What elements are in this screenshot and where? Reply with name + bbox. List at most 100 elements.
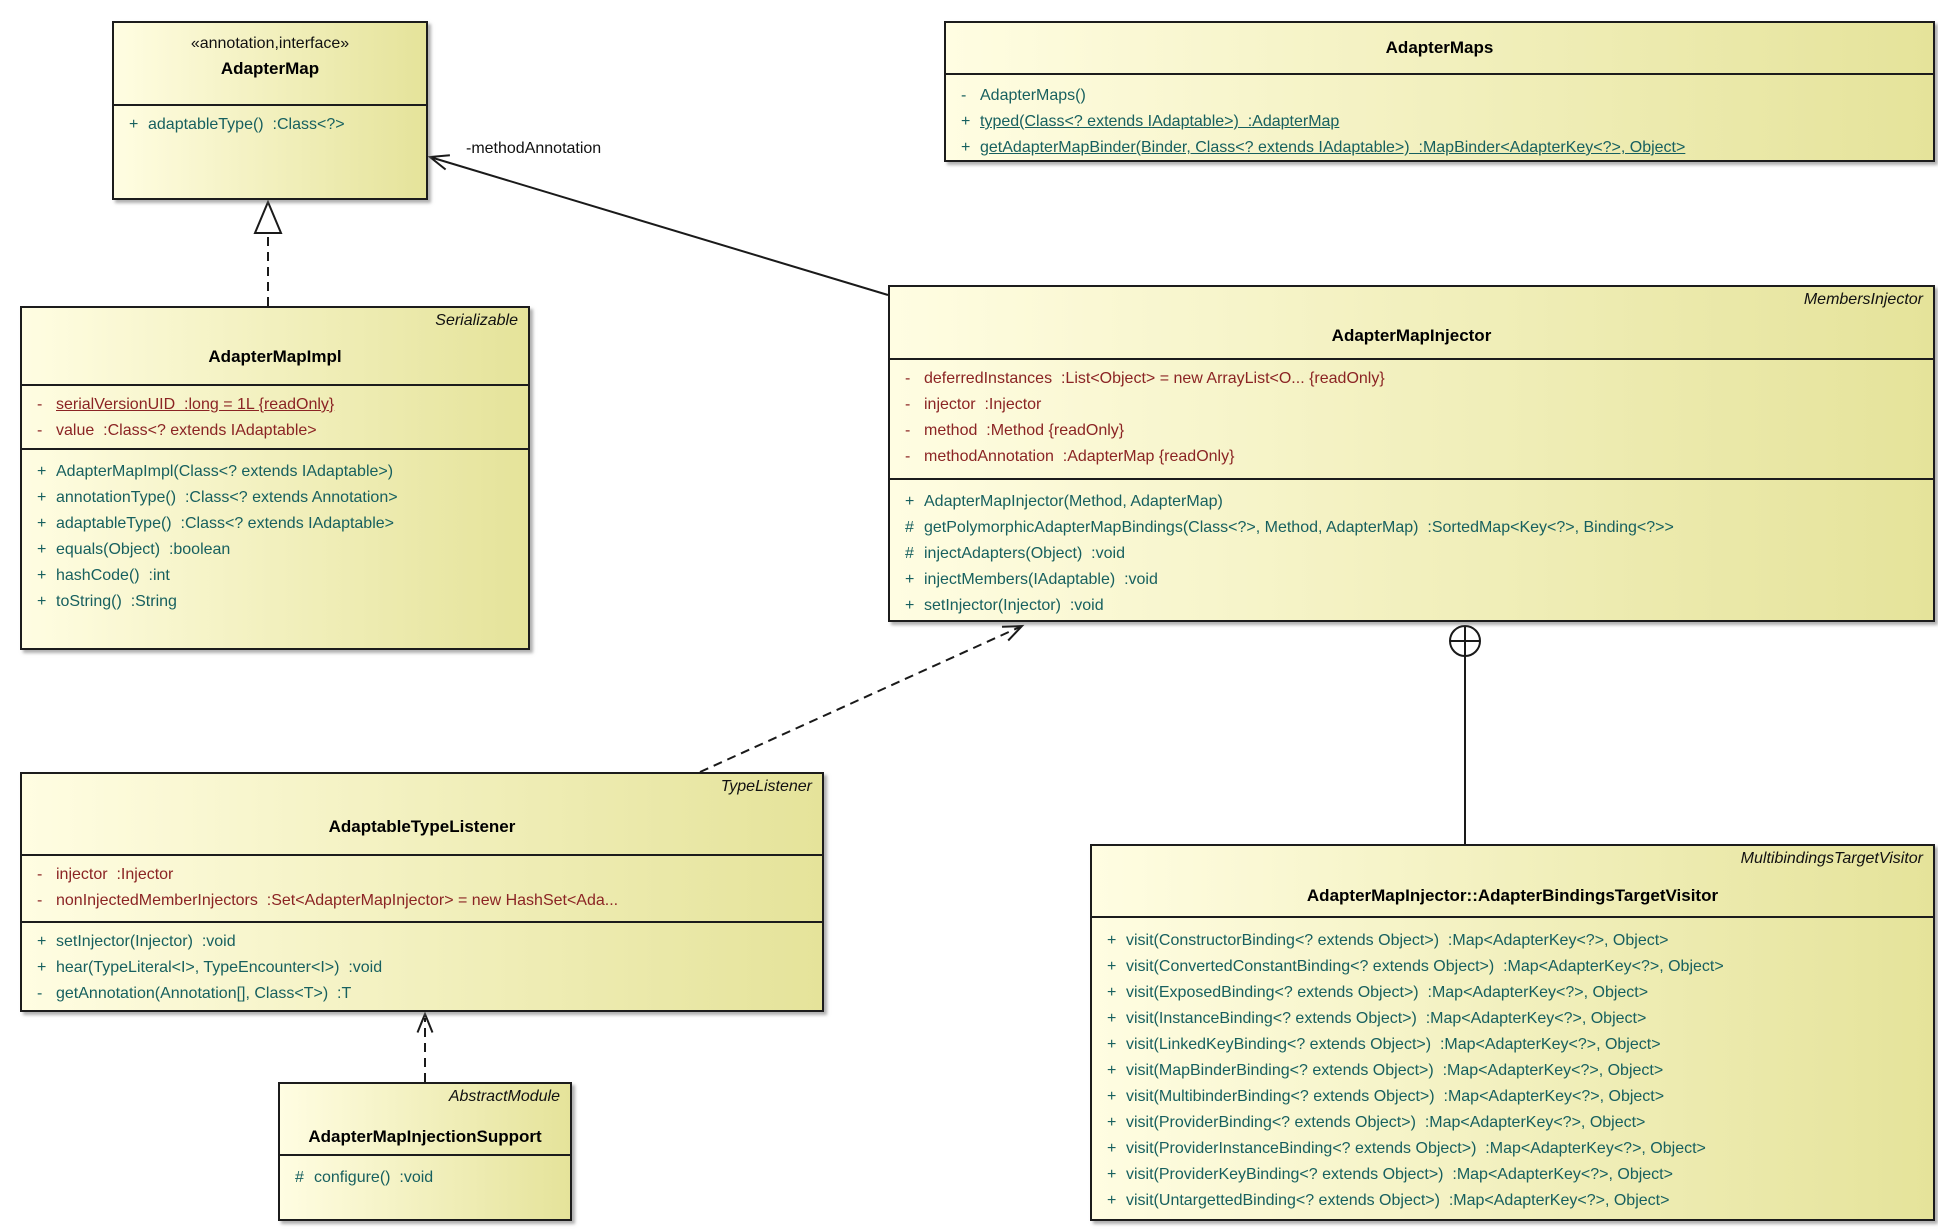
visibility-symbol: + — [1107, 1166, 1117, 1183]
class-adapter-maps[interactable]: AdapterMaps -AdapterMaps()+typed(Class<?… — [944, 21, 1935, 162]
visibility-symbol: + — [905, 493, 915, 510]
operation-row: +visit(InstanceBinding<? extends Object>… — [1092, 1006, 1933, 1032]
operation-row: + visit(UntargettedBinding<? extends Obje… — [1092, 1188, 1933, 1214]
member-text: visit(UntargettedBinding<? extends Objec… — [1126, 1192, 1670, 1209]
operation-row: + equals(Object) :boolean — [22, 537, 528, 563]
visibility-symbol: - — [905, 448, 911, 465]
operation-row: + injectMembers(IAdaptable) :void — [890, 567, 1933, 593]
visibility-symbol: + — [37, 463, 47, 480]
attribute-row: -methodAnnotation :AdapterMap {readOnly} — [890, 444, 1933, 470]
visibility-symbol: + — [1107, 1192, 1117, 1209]
operation-row: #getPolymorphicAdapterMapBindings(Class<… — [890, 515, 1933, 541]
class-name: AdapterMapInjector::AdapterBindingsTarge… — [1306, 886, 1719, 905]
class-adapter-map-injector[interactable]: MembersInjector AdapterMapInjector -defe… — [888, 285, 1935, 622]
operations-compartment: -AdapterMaps()+typed(Class<? extends IAd… — [946, 73, 1933, 160]
member-text: serialVersionUID :long = 1L {readOnly} — [56, 396, 335, 413]
member-text: AdapterMapImpl(Class<? extends IAdaptabl… — [56, 463, 394, 480]
operations-compartment: + visit(ConstructorBinding<? extends Obje… — [1092, 916, 1933, 1219]
member-text: injectAdapters(Object) :void — [924, 545, 1125, 562]
member-text: getAnnotation(Annotation[], Class<T>) :T — [56, 985, 352, 1002]
attribute-row: -deferredInstances :List<Object> = new A… — [890, 366, 1933, 392]
class-header: «annotation,interface» AdapterMap — [114, 23, 426, 104]
visibility-symbol: - — [37, 985, 43, 1002]
member-text: injectMembers(IAdaptable) :void — [924, 571, 1158, 588]
member-text: visit(ProviderKeyBinding<? extends Objec… — [1126, 1166, 1673, 1183]
visibility-symbol: + — [1107, 1036, 1117, 1053]
attribute-row: -method :Method {readOnly} — [890, 418, 1933, 444]
class-stereotype: Serializable — [435, 312, 518, 329]
operation-row: +adaptableType() :Class<? extends IAdapt… — [22, 511, 528, 537]
operation-row: # injectAdapters(Object) :void — [890, 541, 1933, 567]
member-text: getPolymorphicAdapterMapBindings(Class<?… — [924, 519, 1674, 536]
member-text: visit(ConstructorBinding<? extends Objec… — [1126, 932, 1669, 949]
visibility-symbol: + — [37, 593, 47, 610]
operation-row: +visit(ProviderInstanceBinding<? extends… — [1092, 1136, 1933, 1162]
member-text: visit(LinkedKeyBinding<? extends Object>… — [1126, 1036, 1661, 1053]
member-text: setInjector(Injector) :void — [924, 597, 1104, 614]
operation-row: +setInjector(Injector) :void — [22, 929, 822, 955]
class-header: MultibindingsTargetVisitor AdapterMapInj… — [1092, 846, 1933, 916]
attributes-compartment: -deferredInstances :List<Object> = new A… — [890, 358, 1933, 478]
visibility-symbol: + — [1107, 1114, 1117, 1131]
class-name: AdapterMap — [220, 59, 320, 78]
attribute-row: -value :Class<? extends IAdaptable> — [22, 418, 528, 444]
operation-row: +visit(ConstructorBinding<? extends Obje… — [1092, 928, 1933, 954]
member-text: nonInjectedMemberInjectors :Set<AdapterM… — [56, 892, 619, 909]
operation-row: -getAnnotation(Annotation[], Class<T>) :… — [22, 981, 822, 1007]
member-text: deferredInstances :List<Object> = new Ar… — [924, 370, 1385, 387]
class-name: AdapterMaps — [1385, 38, 1494, 57]
visibility-symbol: + — [37, 541, 47, 558]
class-adapter-map[interactable]: «annotation,interface» AdapterMap +adapt… — [112, 21, 428, 200]
member-text: injector :Injector — [56, 866, 174, 883]
member-text: injector :Injector — [924, 396, 1042, 413]
member-text: visit(MapBinderBinding<? extends Object>… — [1126, 1062, 1664, 1079]
class-adaptable-type-listener[interactable]: TypeListener AdaptableTypeListener -inje… — [20, 772, 824, 1012]
visibility-symbol: - — [905, 370, 911, 387]
attribute-row: -serialVersionUID :long = 1L {readOnly} — [22, 392, 528, 418]
class-header: AbstractModule AdapterMapInjectionSuppor… — [280, 1084, 570, 1154]
member-text: AdapterMapInjector(Method, AdapterMap) — [924, 493, 1223, 510]
class-stereotype: «annotation,interface» — [190, 35, 350, 52]
visibility-symbol: # — [905, 545, 914, 562]
visibility-symbol: + — [1107, 984, 1117, 1001]
member-text: visit(ProviderBinding<? extends Object>)… — [1126, 1114, 1646, 1131]
operation-row: +visit(ConvertedConstantBinding<? extend… — [1092, 954, 1933, 980]
operation-row: +adaptableType() :Class<?> — [114, 112, 426, 138]
visibility-symbol: - — [37, 866, 43, 883]
class-header: Serializable AdapterMapImpl — [22, 308, 528, 384]
operation-row: +hear(TypeLiteral<I>, TypeEncounter<I>) … — [22, 955, 822, 981]
visibility-symbol: + — [1107, 958, 1117, 975]
visibility-symbol: - — [37, 422, 43, 439]
visibility-symbol: + — [1107, 1010, 1117, 1027]
association-label-method-annotation: -methodAnnotation — [466, 140, 602, 157]
class-stereotype: MultibindingsTargetVisitor — [1740, 850, 1923, 867]
operation-row: +visit(MapBinderBinding<? extends Object… — [1092, 1058, 1933, 1084]
operation-row: + AdapterMapInjector(Method, AdapterMap) — [890, 489, 1933, 515]
attribute-row: -nonInjectedMemberInjectors :Set<Adapter… — [22, 888, 822, 914]
visibility-symbol: + — [1107, 1140, 1117, 1157]
class-adapter-map-impl[interactable]: Serializable AdapterMapImpl -serialVersi… — [20, 306, 530, 650]
operation-row: +hashCode() :int — [22, 563, 528, 589]
member-text: typed(Class<? extends IAdaptable>) :Adap… — [980, 113, 1340, 130]
realization-adaptermapimpl-to-adaptermap — [253, 199, 283, 306]
visibility-symbol: - — [37, 396, 43, 413]
class-name: AdapterMapImpl — [208, 347, 342, 366]
class-adapter-map-injection-support[interactable]: AbstractModule AdapterMapInjectionSuppor… — [278, 1082, 572, 1221]
visibility-symbol: + — [37, 567, 47, 584]
visibility-symbol: + — [905, 571, 915, 588]
class-stereotype: AbstractModule — [448, 1088, 560, 1105]
class-header: MembersInjector AdapterMapInjector — [890, 287, 1933, 358]
visibility-symbol: + — [905, 597, 915, 614]
visibility-symbol: # — [295, 1169, 304, 1186]
member-text: getAdapterMapBinder(Binder, Class<? exte… — [980, 139, 1686, 156]
visibility-symbol: + — [961, 139, 971, 156]
visibility-symbol: - — [961, 87, 967, 104]
member-text: hear(TypeLiteral<I>, TypeEncounter<I>) :… — [56, 959, 383, 976]
member-text: visit(ExposedBinding<? extends Object>) … — [1126, 984, 1649, 1001]
operation-row: + setInjector(Injector) :void — [890, 593, 1933, 619]
class-adapter-bindings-target-visitor[interactable]: MultibindingsTargetVisitor AdapterMapInj… — [1090, 844, 1935, 1221]
visibility-symbol: + — [1107, 1088, 1117, 1105]
operation-row: +visit(MultibinderBinding<? extends Obje… — [1092, 1084, 1933, 1110]
operation-row: + visit(ExposedBinding<? extends Object>)… — [1092, 980, 1933, 1006]
member-text: equals(Object) :boolean — [56, 541, 231, 558]
